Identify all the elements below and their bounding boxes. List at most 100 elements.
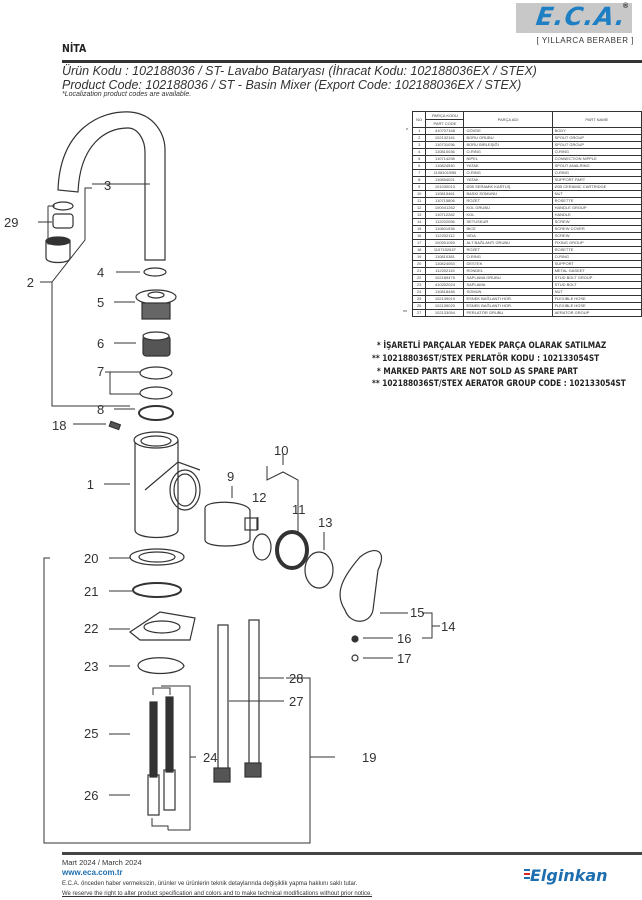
part-code: 112202115: [425, 267, 465, 275]
eca-logo-background: [516, 3, 632, 33]
screw-16: [351, 635, 359, 643]
part-name-tr: SOMUN: [463, 288, 553, 296]
spare-part-notes: * İŞARETLİ PARÇALAR YEDEK PARÇA OLARAK S…: [372, 340, 626, 391]
part-no-text: 1: [418, 128, 421, 133]
callout-29: 29: [4, 215, 18, 230]
part-code: 110810195B: [425, 169, 465, 177]
callout-28: 28: [289, 671, 303, 686]
part-code: 102132161: [425, 134, 465, 142]
note-en-aerator: ** 102188036ST/STEX AERATOR GROUP CODE :…: [372, 379, 626, 390]
registered-mark: ®: [623, 3, 629, 10]
part-name-en: SCREW COVER: [551, 225, 642, 233]
part-name-en: O-RING: [551, 253, 642, 261]
header-part-code-en: PART CODE: [425, 119, 465, 128]
nut-26b: [163, 769, 176, 811]
part-name-tr: ALT BAĞLANTI GRUBU: [463, 239, 553, 247]
part-name-en: HANDLE GROUP: [551, 204, 642, 212]
part-no: 14: [411, 218, 427, 226]
part-name-tr: BASKI SOMUNU: [463, 190, 553, 198]
product-code-en: Product Code: 102188036 / ST - Basin Mix…: [62, 78, 522, 92]
part-code: 110801536: [425, 225, 465, 233]
callout-26: 26: [84, 788, 98, 803]
part-name-en: NUT: [551, 288, 642, 296]
part-name-tr: GÖVDE: [463, 127, 553, 135]
part-no: 13: [411, 211, 427, 219]
part-no: 12: [411, 204, 427, 212]
callout-18: 18: [52, 418, 66, 433]
part-code: 110818448: [425, 288, 465, 296]
part-name-en: STUD BOLT: [551, 281, 642, 289]
callout-3: 3: [104, 178, 111, 193]
part-code: 102189475: [425, 274, 465, 282]
callout-24: 24: [203, 750, 217, 765]
footer-date: Mart 2024 / March 2024: [62, 858, 142, 867]
part-no: 23: [411, 281, 427, 289]
part-no: 19: [411, 253, 427, 261]
product-code-tr: Ürün Kodu : 102188036 / ST- Lavabo Batar…: [62, 64, 537, 78]
part-name-en: ROSETTE: [551, 197, 642, 205]
elginkan-logo-icon: [524, 869, 530, 883]
part-name-en: METAL GASKET: [551, 267, 642, 275]
page-title: NİTA: [62, 42, 87, 55]
footer-disclaimer-en: We reserve the right to alter product sp…: [62, 891, 373, 897]
part-code: 110714298: [425, 155, 465, 163]
body-1: [134, 440, 179, 539]
part-name-en: O-RING: [551, 169, 642, 177]
callout-13: 13: [318, 515, 332, 530]
part-name-en: FIXING GROUP: [551, 239, 642, 247]
part-code: 110715261F: [425, 246, 465, 254]
aerator-washer: [52, 201, 74, 211]
part-no: 5: [411, 155, 427, 163]
part-name-tr: DESTEK: [463, 260, 553, 268]
part-name-en: BODY: [551, 127, 642, 135]
part-name-en: SCREW: [551, 218, 642, 226]
callout-23: 23: [84, 659, 98, 674]
part-name-en: O-RING: [551, 148, 642, 156]
part-no: *1: [406, 127, 427, 135]
part-name-tr: VİDA: [463, 232, 553, 240]
part-no: 15: [411, 225, 427, 233]
handle-15: [339, 549, 383, 622]
footer-divider: [62, 852, 642, 855]
nut-26a: [147, 774, 160, 816]
part-code: 112202056: [425, 218, 465, 226]
callout-9: 9: [227, 469, 234, 484]
part-name-tr: BORU GRUBU: [463, 134, 553, 142]
o-ring-7b: [139, 386, 173, 400]
gasket-21: [132, 582, 182, 598]
part-name-en: NUT: [551, 190, 642, 198]
callout-15: 15: [410, 605, 424, 620]
callout-17: 17: [397, 651, 411, 666]
part-no: 4: [411, 148, 427, 156]
callout-21: 21: [84, 584, 98, 599]
callout-2: 2: [27, 275, 34, 290]
part-no: 17: [411, 239, 427, 247]
part-code: 110810381: [425, 253, 465, 261]
part-name-tr: BORU BİRLEŞİĞİ: [463, 141, 553, 149]
part-name-tr: O-RING: [463, 169, 553, 177]
part-no: **27: [403, 309, 427, 317]
screw-cover-17: [351, 654, 359, 662]
exploded-diagram: 1 2 3 4 5 6 7 8 9 10 11 12 13 14 15 16 1…: [4, 111, 455, 844]
washer-23: [137, 657, 185, 675]
part-name-tr: ESNEK BAĞLANTI HOR.: [463, 302, 553, 310]
part-name-en: SPOUT ANALRING: [551, 162, 642, 170]
footer-website-link[interactable]: www.eca.com.tr: [62, 868, 123, 877]
part-name-en: FLEXIBLE HOSE: [551, 295, 642, 303]
spare-part-mark: **: [403, 310, 407, 316]
part-name-tr: NİPEL: [463, 155, 553, 163]
